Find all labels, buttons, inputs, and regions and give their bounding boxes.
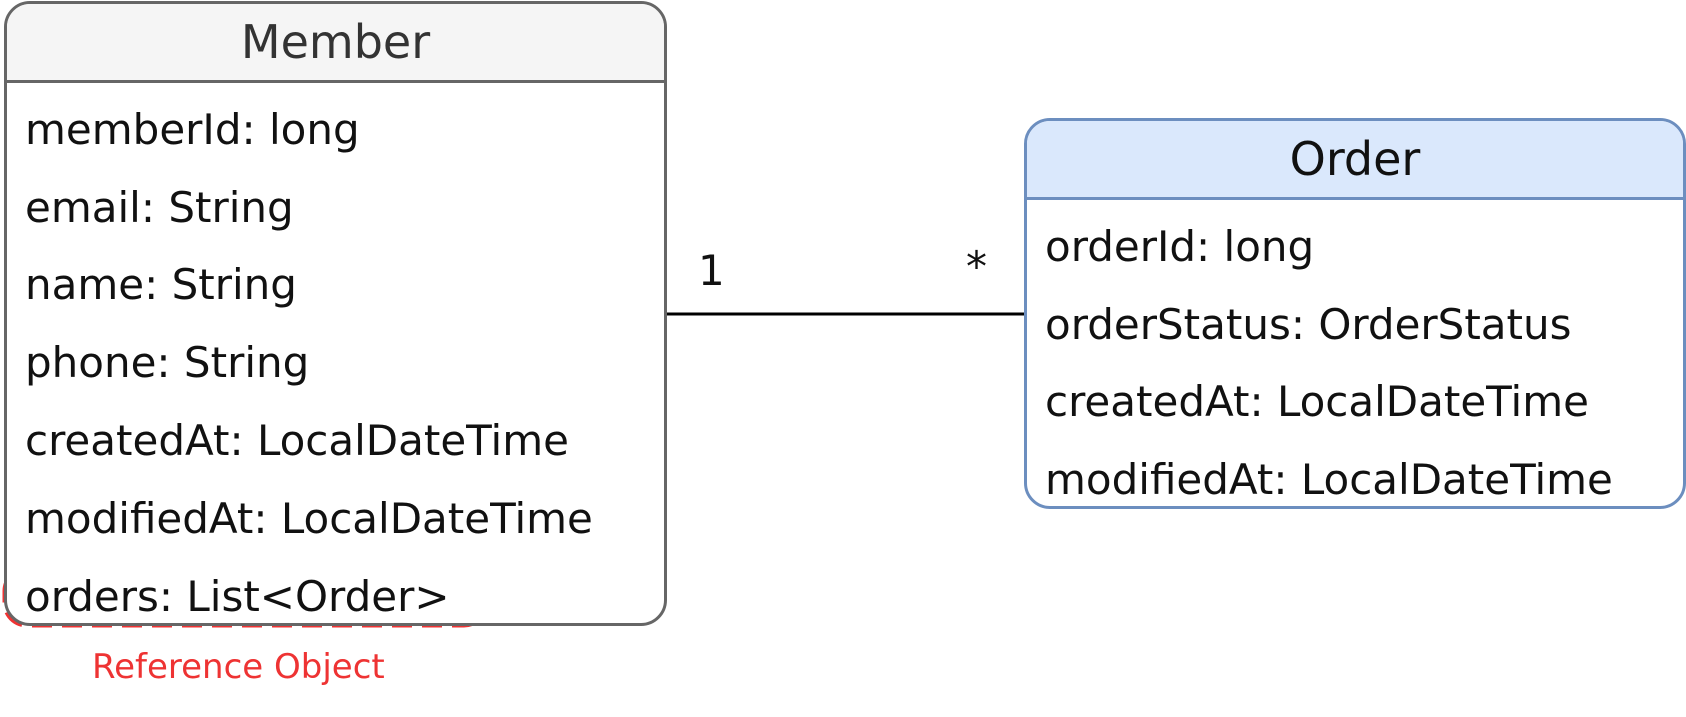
member-class-box[interactable]: Member memberId: long email: String name… [4, 1, 667, 626]
order-class-title: Order [1027, 121, 1683, 200]
order-attr-createdAt: createdAt: LocalDateTime [1045, 377, 1589, 426]
reference-object-label: Reference Object [92, 647, 385, 687]
order-attr-orderId: orderId: long [1045, 222, 1315, 271]
member-class-title: Member [7, 4, 664, 83]
order-multiplicity-label: * [966, 242, 987, 291]
member-attr-memberId: memberId: long [25, 105, 360, 154]
order-attr-modifiedAt: modifiedAt: LocalDateTime [1045, 455, 1613, 504]
member-attr-createdAt: createdAt: LocalDateTime [25, 416, 569, 465]
member-attr-email: email: String [25, 183, 294, 232]
member-attr-modifiedAt: modifiedAt: LocalDateTime [25, 494, 593, 543]
order-attr-orderStatus: orderStatus: OrderStatus [1045, 300, 1572, 349]
order-class-box[interactable]: Order orderId: long orderStatus: OrderSt… [1024, 118, 1686, 509]
member-multiplicity-label: 1 [698, 246, 725, 295]
member-attr-name: name: String [25, 260, 297, 309]
member-attr-phone: phone: String [25, 338, 310, 387]
member-attr-orders: orders: List<Order> [25, 572, 450, 621]
